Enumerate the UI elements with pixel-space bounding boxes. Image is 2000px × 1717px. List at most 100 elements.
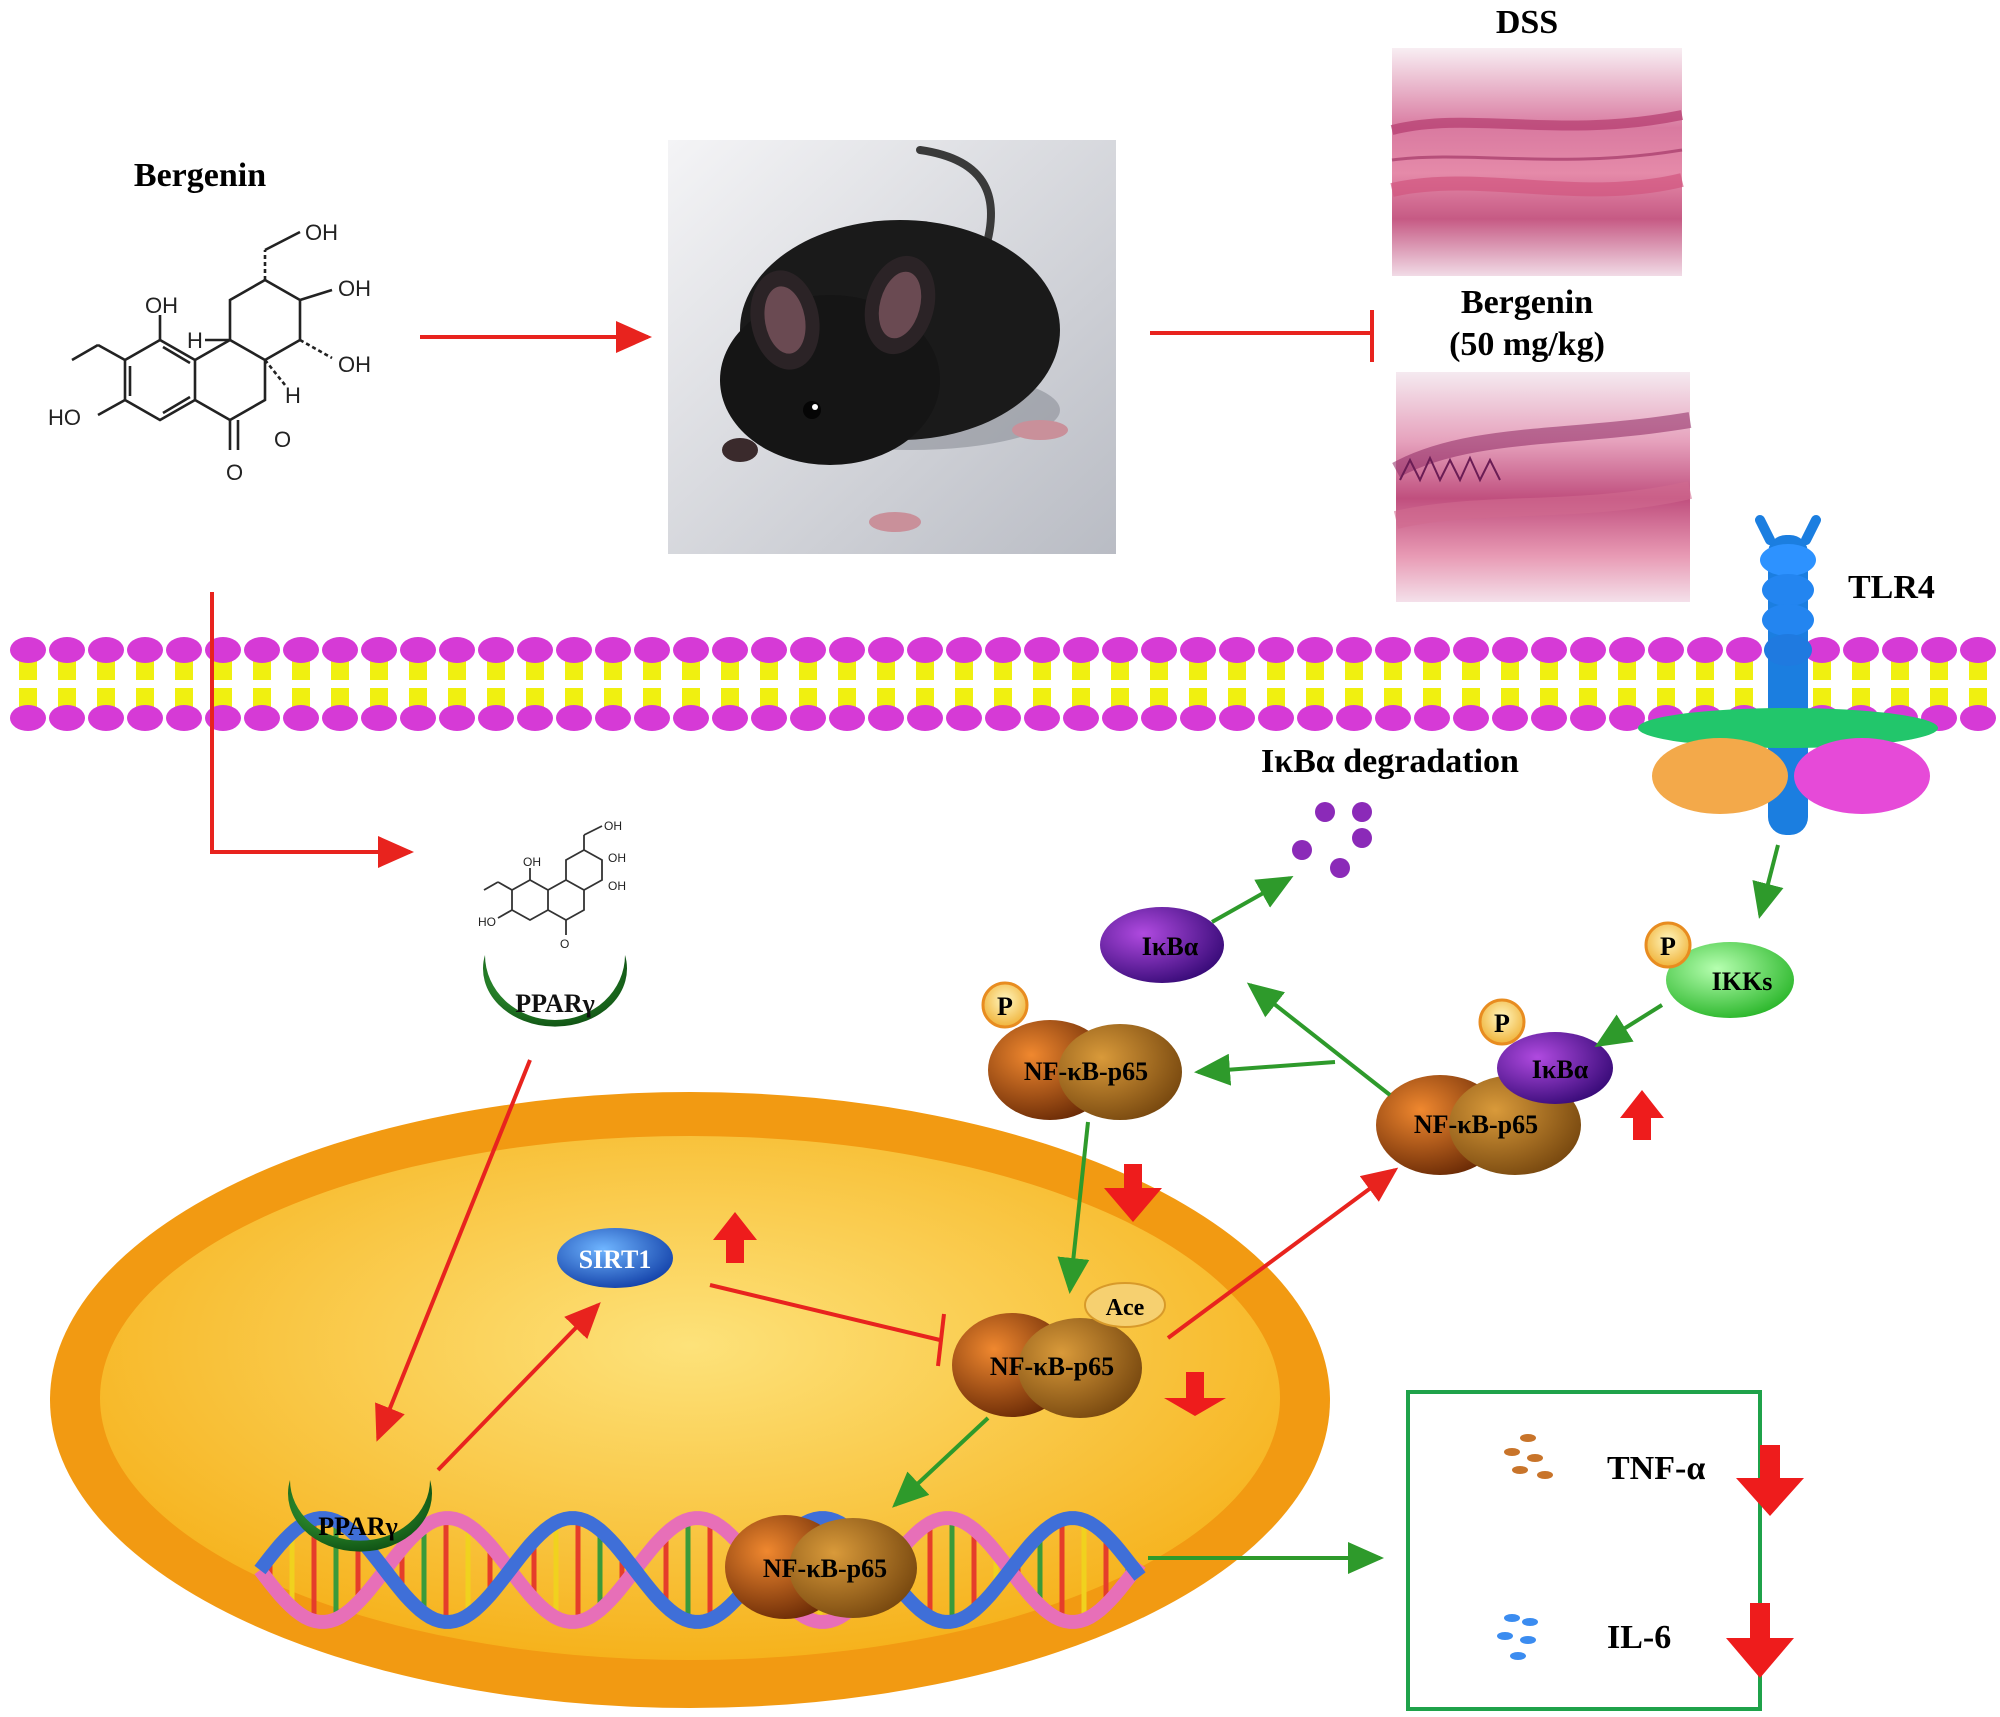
lipid-tail	[1657, 688, 1675, 708]
lipid-head	[127, 637, 163, 663]
lipid-tail	[838, 688, 856, 708]
lipid-tail	[1189, 660, 1207, 680]
atom-h-2: H	[285, 383, 301, 408]
histology-dss-label: DSS	[1496, 4, 1558, 41]
lipid-head	[1336, 637, 1372, 663]
lipid-tail	[97, 660, 115, 680]
lipid-tail	[877, 660, 895, 680]
lipid-tail	[1657, 660, 1675, 680]
lipid-tail	[1852, 688, 1870, 708]
small-atom-oh-1: OH	[523, 855, 541, 869]
complex-p-label: P	[1494, 1009, 1510, 1038]
lipid-tail	[136, 660, 154, 680]
lipid-head	[1063, 637, 1099, 663]
arrow-complex-to-ikba	[1246, 982, 1392, 1097]
lipid-tail	[1384, 688, 1402, 708]
lipid-tail	[253, 688, 271, 708]
lipid-tail	[1696, 688, 1714, 708]
lipid-tail	[565, 660, 583, 680]
lipid-head	[1492, 705, 1528, 731]
lipid-head	[556, 705, 592, 731]
atom-o-1: O	[274, 427, 291, 452]
lipid-head	[49, 637, 85, 663]
lipid-head	[166, 637, 202, 663]
lipid-head	[1219, 705, 1255, 731]
lipid-tail	[1930, 660, 1948, 680]
down-arrow-tnf	[1736, 1445, 1804, 1516]
lipid-tail	[331, 688, 349, 708]
lipid-tail	[487, 688, 505, 708]
nfkb-phospho-p-label: P	[997, 992, 1013, 1021]
lipid-tail	[1969, 688, 1987, 708]
lipid-tail	[448, 688, 466, 708]
lipid-tail	[994, 688, 1012, 708]
lipid-tail	[955, 660, 973, 680]
lipid-head	[1063, 705, 1099, 731]
ikba-free-protein: IκBα	[1100, 907, 1224, 983]
atom-h-1: H	[187, 328, 203, 353]
complex-ikba-label: IκBα	[1532, 1055, 1589, 1084]
lipid-tail	[253, 660, 271, 680]
lipid-head	[244, 637, 280, 663]
lipid-head	[283, 705, 319, 731]
lipid-head	[673, 637, 709, 663]
tlr4-label: TLR4	[1848, 569, 1935, 606]
lipid-head	[1843, 637, 1879, 663]
lipid-tail	[58, 688, 76, 708]
lipid-head	[88, 637, 124, 663]
lipid-tail	[214, 688, 232, 708]
inhibit-sirt1-bar	[936, 1313, 946, 1367]
lipid-tail	[1033, 688, 1051, 708]
lipid-tail	[799, 688, 817, 708]
lipid-tail	[19, 660, 37, 680]
bergenin-small-atoms: OH OH OH OH HO O	[478, 819, 626, 951]
lipid-tail	[565, 688, 583, 708]
lipid-tail	[1345, 688, 1363, 708]
lipid-head	[1960, 637, 1996, 663]
lipid-tail	[1111, 660, 1129, 680]
arrow-pparg-to-sirt1	[436, 1302, 601, 1472]
small-atom-oh-3: OH	[608, 851, 626, 865]
lipid-head	[1375, 705, 1411, 731]
lipid-tail	[1228, 660, 1246, 680]
cytokine-tnf-label: TNF-α	[1607, 1450, 1705, 1487]
lipid-head	[1726, 637, 1762, 663]
lipid-head	[868, 637, 904, 663]
lipid-tail	[877, 688, 895, 708]
lipid-head	[790, 705, 826, 731]
arrow-pparg-to-nucleus	[375, 1059, 532, 1442]
lipid-head	[1219, 637, 1255, 663]
pparg-nuclear: PPARγ	[288, 1480, 432, 1552]
histology-dss-image	[1390, 48, 1684, 276]
nfkb-phospho-label: NF-κB-p65	[1024, 1057, 1148, 1086]
lipid-tail	[526, 660, 544, 680]
histology-bergenin-image	[1392, 372, 1692, 602]
lipid-tail	[1891, 688, 1909, 708]
lipid-head	[1102, 637, 1138, 663]
lipid-tail	[1072, 660, 1090, 680]
lipid-head	[1336, 705, 1372, 731]
complex-nfkb-label: NF-κB-p65	[1414, 1110, 1538, 1139]
lipid-head	[361, 637, 397, 663]
lipid-head	[712, 637, 748, 663]
arrow-complex-to-nfkb	[1194, 1053, 1336, 1086]
small-atom-ho: HO	[478, 915, 496, 929]
lipid-tail	[682, 660, 700, 680]
lipid-head	[517, 637, 553, 663]
arrow-tlr4-to-ikks	[1752, 844, 1784, 919]
lipid-head	[1492, 637, 1528, 663]
lipid-head	[868, 705, 904, 731]
down-arrow-il6	[1726, 1603, 1794, 1678]
arrow-bergenin-to-cytoplasm	[210, 592, 414, 868]
bergenin-atoms: OH OH OH OH HO H H O O	[48, 220, 371, 485]
arrow-ikks-to-complex	[1594, 1003, 1664, 1048]
cell-membrane	[10, 637, 1996, 731]
lipid-head	[1882, 637, 1918, 663]
lipid-tail	[1462, 660, 1480, 680]
lipid-head	[751, 637, 787, 663]
lipid-head	[946, 637, 982, 663]
lipid-head	[790, 637, 826, 663]
lipid-head	[439, 637, 475, 663]
lipid-tail	[955, 688, 973, 708]
